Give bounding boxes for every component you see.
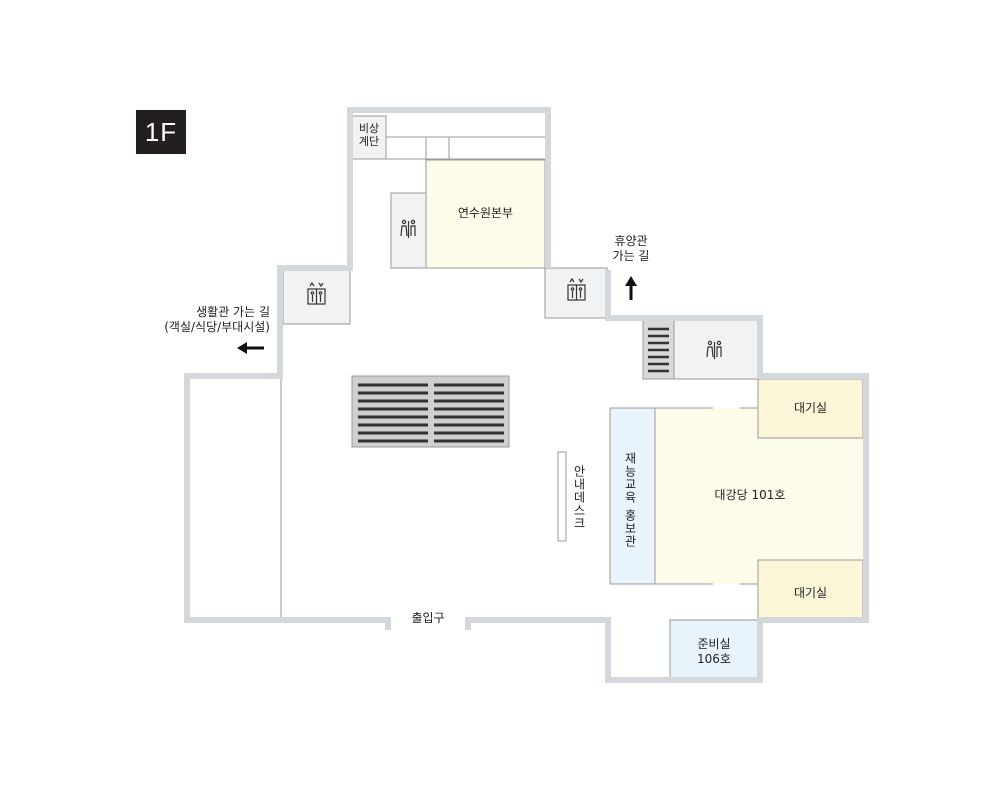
room-training-hq[interactable] [425,159,546,269]
label-to-saenghwal-line2: (객실/식당/부대시설) [164,320,270,334]
restroom-icon [400,219,416,238]
label-auditorium: 대강당 101호 [714,488,786,502]
room-prep[interactable] [669,619,759,679]
elevator-icon [567,277,586,301]
label-emergency-stairs-line2: 계단 [358,135,380,148]
label-emergency-stairs-line1: 비상 [358,122,380,135]
label-waiting-top: 대기실 [793,401,828,415]
label-waiting-bottom: 대기실 [793,586,828,600]
room-emergency-stairs [351,115,387,160]
room-auditorium-fill [655,408,863,584]
label-prep-room: 준비실 106호 [670,637,758,667]
outer-wall [184,107,869,683]
stairs-icon [648,327,669,373]
room-waiting-bottom[interactable] [757,559,864,619]
label-prep-room-line2: 106호 [697,652,731,666]
label-to-yuyang[interactable]: 휴양관 가는 길 [600,234,662,264]
room-restroom-right [673,319,759,380]
label-to-yuyang-line1: 휴양관 [614,234,648,248]
restroom-icon [706,340,722,359]
room-promo-hall[interactable] [609,407,656,585]
label-to-saenghwal-line1: 생활관 가는 길 [196,305,270,319]
emergency-stair-grid [385,116,545,160]
room-waiting-top[interactable] [757,378,864,439]
label-prep-room-line1: 준비실 [697,637,731,651]
arrow-left-icon [237,342,264,354]
label-info-desk: 안내데스크 [572,464,586,530]
arrow-up-icon [625,276,637,300]
label-to-saenghwal[interactable]: 생활관 가는 길 (객실/식당/부대시설) [140,305,270,335]
label-entrance[interactable]: 출입구 [411,611,445,625]
escalator [351,375,510,448]
label-training-hq: 연수원본부 [457,206,514,220]
label-emergency-stairs: 비상 계단 [352,122,386,148]
floor-badge: 1F [136,110,186,154]
info-desk [557,451,567,542]
auditorium-outline [654,407,863,585]
label-to-yuyang-line2: 가는 길 [612,249,650,263]
label-promo-hall: 재능교육 홍보관 [623,452,637,548]
elevator-icon [307,281,326,305]
